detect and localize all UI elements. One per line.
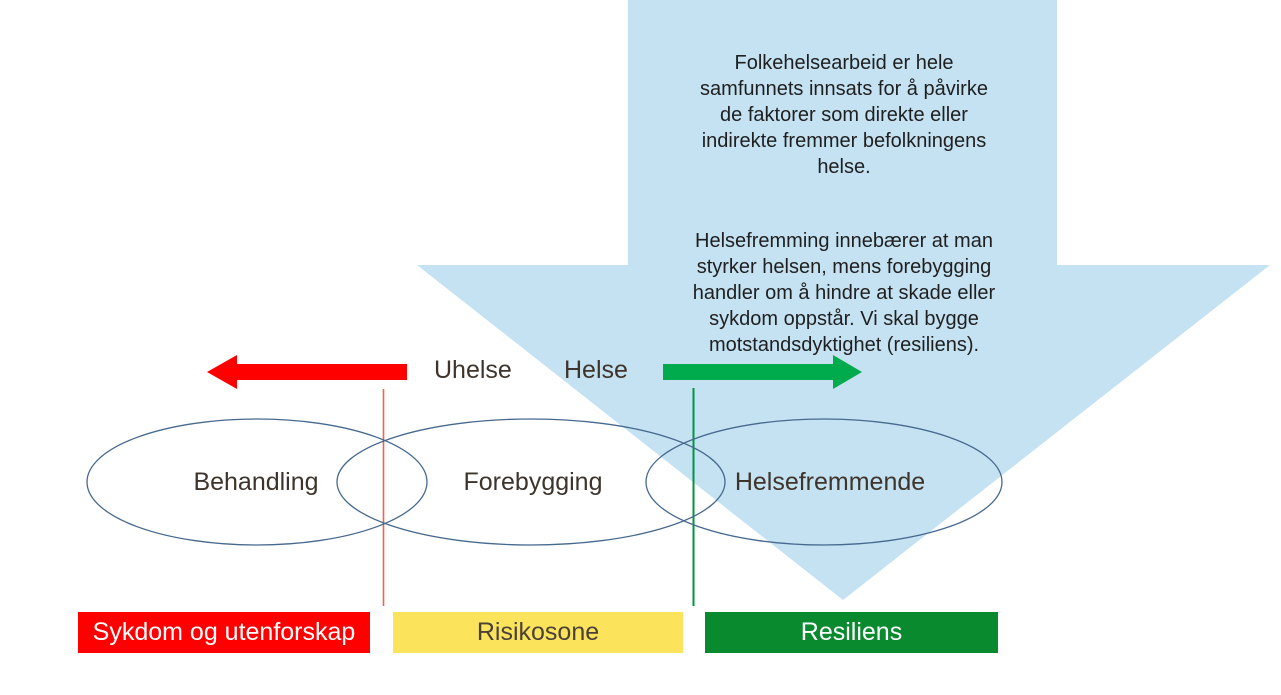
helsefremmende-label: Helsefremmende: [734, 468, 926, 496]
forebygging-label: Forebygging: [463, 468, 603, 496]
big-down-arrow-shape: [417, 0, 1270, 600]
helse-label: Helse: [564, 356, 628, 384]
forebygging-ellipse: [336, 418, 726, 546]
zone-sykdom-og-utenforskap-label: Sykdom og utenforskap: [92, 618, 356, 646]
zone-resiliens-label: Resiliens: [800, 618, 903, 646]
uhelse-label: Uhelse: [434, 356, 512, 384]
helsefremmende-ellipse: [645, 418, 1003, 546]
red-left-arrow: [207, 355, 407, 389]
green-right-arrow: [663, 355, 862, 389]
callout-text-block: Folkehelsearbeid er hele samfunnets inns…: [632, 24, 1056, 384]
callout-paragraph-2: Helsefremming innebærer at man styrker h…: [692, 230, 996, 356]
zone-risikosone-label: Risikosone: [476, 618, 600, 646]
callout-paragraph-1: Folkehelsearbeid er hele samfunnets inns…: [700, 52, 988, 178]
zone-sykdom-og-utenforskap: Sykdom og utenforskap: [78, 612, 370, 653]
behandling-label: Behandling: [193, 468, 319, 496]
zone-risikosone: Risikosone: [393, 612, 683, 653]
behandling-ellipse: [86, 418, 428, 546]
zone-resiliens: Resiliens: [705, 612, 998, 653]
